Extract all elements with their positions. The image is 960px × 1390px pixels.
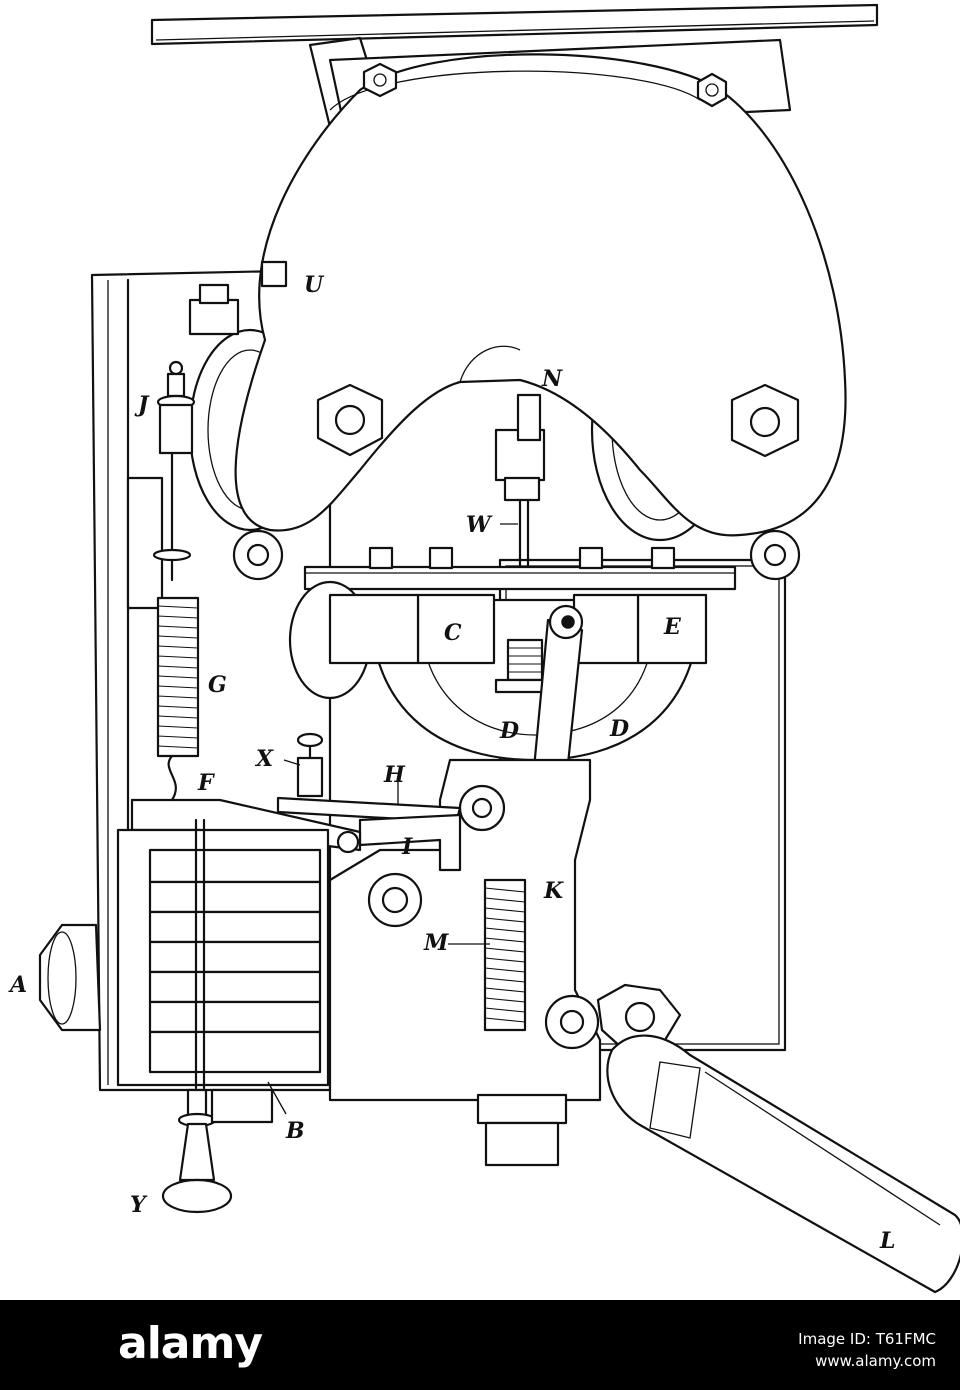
- lower-casting: [328, 758, 602, 1102]
- spring-m: [483, 878, 527, 1032]
- label-h: H: [383, 762, 406, 788]
- label-d1: D: [499, 718, 519, 744]
- tripping-coil-b: [116, 818, 330, 1090]
- spring-g-collar: [152, 548, 192, 562]
- contact-block-c: [416, 593, 496, 665]
- label-l: L: [879, 1228, 895, 1254]
- handle-l: [606, 1034, 960, 1294]
- label-b: B: [285, 1118, 305, 1144]
- label-x: X: [254, 746, 274, 772]
- top-nut-right: [696, 72, 728, 108]
- label-d2: D: [609, 716, 629, 742]
- label-f: F: [197, 770, 215, 796]
- label-u: U: [304, 272, 325, 298]
- yoke-bolt-left: [316, 383, 384, 457]
- engraving-illustration: U J N W G C E D D X F H I K M A B Y L: [8, 3, 960, 1294]
- side-eyelets: [232, 529, 801, 581]
- armature-spring: [494, 638, 554, 694]
- magnet-yoke: [234, 53, 847, 537]
- image-id-text: Image ID: T61FMC: [798, 1330, 936, 1348]
- handle-nut: [596, 983, 682, 1050]
- terminal-a: [38, 923, 102, 1032]
- lower-nut-left: [210, 1088, 274, 1124]
- label-w: W: [466, 512, 493, 538]
- handle-pivot: [544, 994, 600, 1050]
- label-n: N: [541, 366, 563, 392]
- label-k: K: [543, 878, 564, 904]
- spring-g: [156, 596, 200, 802]
- adjusting-knob-y: [161, 1088, 233, 1214]
- hook-j: [156, 360, 196, 582]
- stock-footer-bar: alamy Image ID: T61FMC www.alamy.com: [0, 1300, 960, 1390]
- yoke-bolt-right: [730, 383, 800, 458]
- circuit-breaker-diagram: U J N W G C E D D X F H I K M A B Y L: [8, 3, 960, 1294]
- label-g: G: [208, 672, 227, 698]
- label-y: Y: [130, 1192, 148, 1218]
- label-m: M: [423, 930, 449, 956]
- leader-lines: [267, 523, 518, 1115]
- lower-nut-center: [476, 1093, 568, 1167]
- top-plate: [150, 3, 879, 46]
- label-e: E: [663, 614, 682, 640]
- top-nut-left: [362, 62, 398, 98]
- label-c: C: [444, 620, 462, 646]
- contact-bar: [303, 565, 737, 591]
- alamy-logo: alamy: [118, 1318, 263, 1369]
- armature-n: [494, 393, 546, 572]
- contact-bar-nuts: [368, 546, 676, 570]
- label-i: I: [401, 834, 413, 860]
- label-a: A: [8, 972, 27, 998]
- image-url-text: www.alamy.com: [815, 1352, 936, 1370]
- terminal-u: [188, 260, 288, 336]
- label-j: J: [134, 392, 150, 418]
